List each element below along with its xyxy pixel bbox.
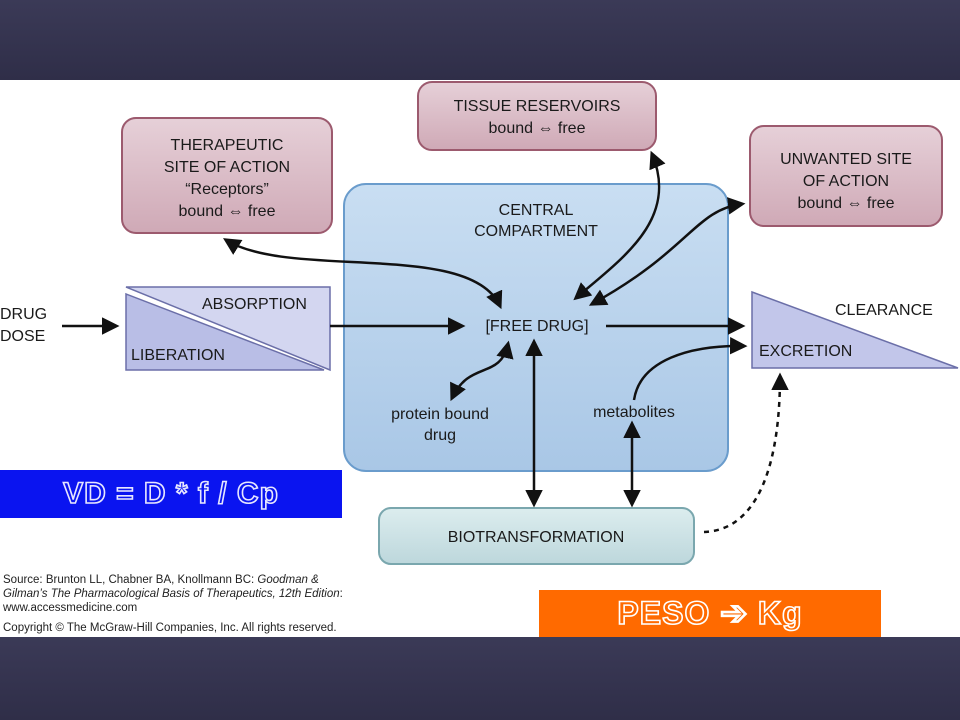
slide-bottom-band bbox=[0, 637, 960, 720]
metabolites-label: metabolites bbox=[593, 404, 675, 421]
source-line-2: Gilman’s The Pharmacological Basis of Th… bbox=[3, 588, 343, 602]
copyright-line: Copyright © The McGraw-Hill Companies, I… bbox=[3, 622, 337, 634]
reservoirs-line1: TISSUE RESERVOIRS bbox=[454, 98, 621, 115]
free-drug-label: [FREE DRUG] bbox=[485, 318, 588, 335]
liberation-label: LIBERATION bbox=[131, 347, 225, 364]
protein-bound-line2: drug bbox=[424, 427, 456, 444]
protein-bound-line1: protein bound bbox=[391, 406, 489, 423]
source-title-part2: Gilman’s The Pharmacological Basis of Th… bbox=[3, 588, 340, 600]
vd-formula: VD = D * f / Cp bbox=[62, 476, 279, 511]
reservoirs-line2: bound ⇔ free bbox=[489, 120, 586, 137]
therapeutic-site-box bbox=[121, 117, 333, 234]
excretion-label: EXCRETION bbox=[759, 343, 852, 360]
unwanted-line1: UNWANTED SITE bbox=[780, 151, 912, 168]
volume-distribution-banner: VD = D * f / Cp bbox=[0, 470, 342, 518]
biotransformation-box bbox=[378, 507, 695, 565]
central-line1: CENTRAL bbox=[499, 202, 574, 219]
slide-top-band bbox=[0, 0, 960, 80]
source-prefix: Source: Brunton LL, Chabner BA, Knollman… bbox=[3, 574, 258, 586]
unwanted-line2: OF ACTION bbox=[803, 173, 889, 190]
arrow-free-to-therapeutic bbox=[223, 238, 503, 310]
unwanted-site-box bbox=[749, 125, 943, 227]
source-colon: : bbox=[339, 588, 343, 600]
liberation-triangle bbox=[125, 292, 325, 371]
absorption-label: ABSORPTION bbox=[202, 296, 307, 313]
therapeutic-line2: SITE OF ACTION bbox=[164, 159, 290, 176]
diagram-canvas: THERAPEUTIC SITE OF ACTION “Receptors” b… bbox=[0, 81, 959, 565]
biotransformation-label: BIOTRANSFORMATION bbox=[448, 529, 625, 546]
tissue-reservoirs-box bbox=[417, 81, 657, 151]
flow-arrows bbox=[62, 150, 789, 534]
pharmacokinetics-figure: THERAPEUTIC SITE OF ACTION “Receptors” b… bbox=[0, 80, 960, 637]
central-line2: COMPARTMENT bbox=[474, 223, 598, 240]
arrow-metabolites-to-excretion bbox=[632, 336, 748, 401]
arrow-free-to-reservoirs bbox=[573, 150, 666, 301]
arrow-free-to-protein-bound bbox=[450, 340, 514, 402]
source-line-1: Source: Brunton LL, Chabner BA, Knollman… bbox=[3, 574, 319, 588]
drug-dose-line1: DRUG bbox=[0, 306, 47, 323]
source-title-part1: Goodman & bbox=[257, 574, 319, 586]
peso-text: PESO ➔ Kg bbox=[617, 594, 803, 632]
peso-banner: PESO ➔ Kg bbox=[539, 590, 881, 637]
drug-dose-line2: DOSE bbox=[0, 328, 45, 345]
arrow-biotransformation-to-excretion bbox=[703, 372, 789, 534]
therapeutic-line1: THERAPEUTIC bbox=[171, 137, 284, 154]
therapeutic-line3: “Receptors” bbox=[185, 181, 269, 198]
therapeutic-line4: bound ⇔ free bbox=[179, 203, 276, 220]
clearance-label: CLEARANCE bbox=[835, 302, 933, 319]
excretion-triangle bbox=[751, 290, 959, 369]
unwanted-line3: bound ⇔ free bbox=[798, 195, 895, 212]
source-url[interactable]: www.accessmedicine.com bbox=[3, 602, 138, 614]
